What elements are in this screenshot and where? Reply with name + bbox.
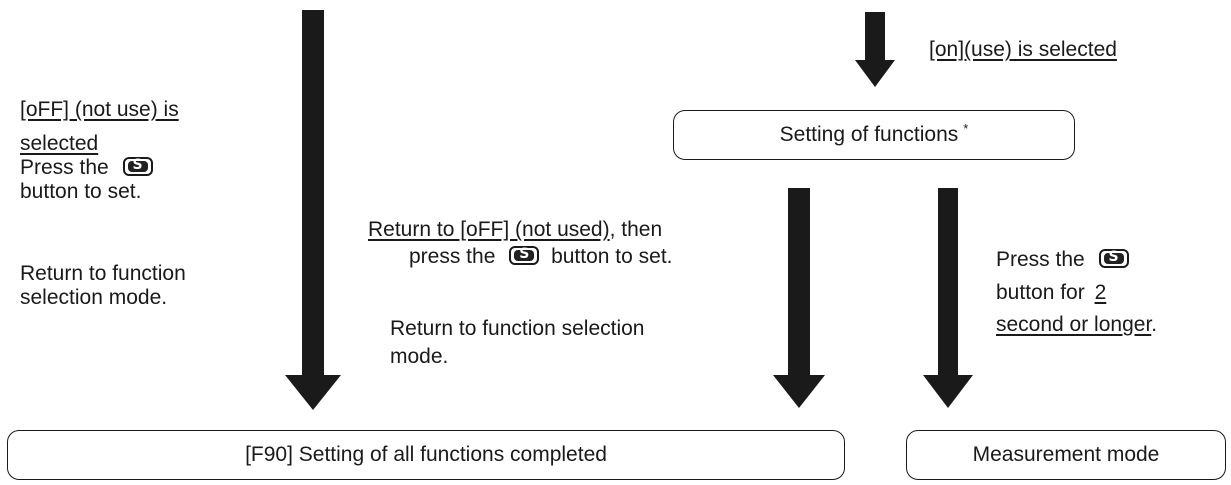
- middle-note-line3: Return to function selection: [390, 317, 645, 340]
- middle-note-press: press the: [409, 245, 496, 268]
- left-note-line3: Press the S: [20, 156, 153, 180]
- s-button-icon: S: [122, 157, 153, 176]
- s-button-icon: S: [1098, 249, 1129, 268]
- arrow-off-selected: [285, 10, 341, 410]
- arrow-return-off: [773, 188, 825, 408]
- arrow-on-selected: [855, 12, 895, 87]
- left-note-line6: selection mode.: [20, 286, 168, 309]
- right-note-period: .: [1151, 313, 1158, 336]
- arrow-press-s: [923, 188, 973, 408]
- on-selected-note: [on](use) is selected: [929, 38, 1117, 61]
- left-note-line1: [oFF] (not use) is: [20, 98, 179, 121]
- f90-completed-box: [F90] Setting of all functions completed: [7, 430, 845, 480]
- left-note-press: Press the: [20, 156, 109, 179]
- f90-box-label: [F90] Setting of all functions completed: [245, 443, 607, 466]
- measurement-mode-box: Measurement mode: [906, 430, 1226, 480]
- left-note-line5: Return to function: [20, 262, 186, 285]
- left-note-line2: selected: [20, 132, 99, 155]
- right-note-press: Press the: [996, 248, 1085, 271]
- right-note-line1: Press the S: [996, 248, 1129, 272]
- measurement-box-label: Measurement mode: [972, 443, 1160, 466]
- middle-note-line4: mode.: [390, 345, 449, 368]
- middle-note-return-link: Return to [oFF] (not used): [368, 218, 610, 241]
- middle-note-line1: Return to [oFF] (not used), then: [368, 218, 662, 242]
- right-note-two: 2: [1094, 281, 1107, 304]
- middle-note-line2: press the S button to set.: [409, 245, 673, 269]
- left-note-line4: button to set.: [20, 180, 142, 203]
- right-note-duration: second or longer: [996, 313, 1152, 336]
- setting-of-functions-box: Setting of functions *: [673, 110, 1075, 160]
- right-note-line3: second or longer.: [996, 313, 1157, 337]
- middle-note-to-set: button to set.: [551, 245, 673, 268]
- right-note-button-for: button for: [996, 281, 1085, 304]
- setting-box-label: Setting of functions: [779, 123, 959, 146]
- setting-box-mark: *: [963, 120, 969, 136]
- middle-note-then: , then: [609, 218, 663, 241]
- right-note-line2: button for 2: [996, 281, 1106, 305]
- s-button-icon: S: [509, 246, 540, 265]
